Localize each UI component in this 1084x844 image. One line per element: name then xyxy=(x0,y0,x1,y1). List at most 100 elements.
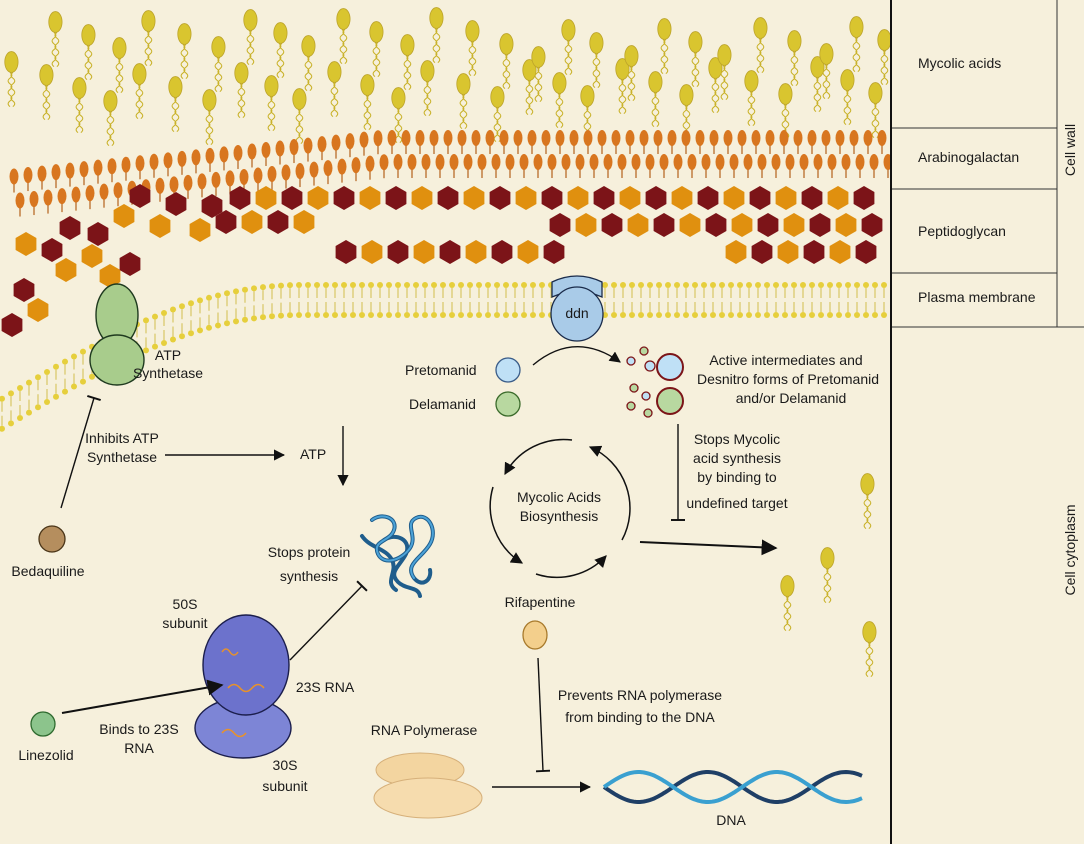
mycolic-acid xyxy=(624,45,639,102)
membrane-lipid-pair xyxy=(251,285,257,322)
peptidoglycan-unit xyxy=(853,186,875,210)
arabinogalactan-unit xyxy=(485,130,495,154)
peptidoglycan-unit xyxy=(267,210,289,234)
peptidoglycan-unit xyxy=(385,186,407,210)
arabinogalactan-unit xyxy=(813,154,823,178)
mycolic-acid xyxy=(112,37,127,94)
membrane-lipid-pair xyxy=(422,282,428,318)
arabinogalactan-unit xyxy=(659,154,669,178)
membrane-lipid-pair xyxy=(152,313,158,350)
mycolic-acid xyxy=(103,90,118,147)
prevents-rna-line-2: from binding to the DNA xyxy=(565,709,715,725)
arabinogalactan-unit xyxy=(107,158,117,183)
active-intermediates-cluster xyxy=(626,346,684,418)
arabinogalactan-unit xyxy=(323,160,333,185)
membrane-lipid-pair xyxy=(476,282,482,318)
arabinogalactan-unit xyxy=(575,154,585,178)
peptidoglycan-unit xyxy=(41,238,63,262)
arabinogalactan-unit xyxy=(645,154,655,178)
arabinogalactan-unit xyxy=(281,164,291,189)
ribosome-50s-line-1: 50S xyxy=(173,596,198,612)
pretomanid-molecule xyxy=(495,357,521,383)
arabinogalactan-unit xyxy=(401,130,411,154)
arabinogalactan-unit xyxy=(743,154,753,178)
arabinogalactan-unit xyxy=(247,143,257,168)
peptidoglycan-unit xyxy=(27,298,49,322)
active-intermediates-line-1: Active intermediates and xyxy=(709,352,862,368)
mycolic-acid xyxy=(465,20,480,77)
membrane-lipid-pair xyxy=(728,282,734,318)
rifapentine-label: Rifapentine xyxy=(505,594,576,610)
arabinogalactan-unit xyxy=(715,154,725,178)
binds-23s-line-1: Binds to 23S xyxy=(99,721,178,737)
stops-mycolic-line-1: Stops Mycolic xyxy=(694,431,780,447)
arabinogalactan-unit xyxy=(499,130,509,154)
membrane-lipid-pair xyxy=(80,348,86,385)
peptidoglycan-unit xyxy=(413,240,435,264)
arabinogalactan-unit xyxy=(827,154,837,178)
peptidoglycan-unit xyxy=(861,213,883,237)
peptidoglycan-unit xyxy=(757,213,779,237)
atp-synthetase-label-2: Synthetase xyxy=(133,365,203,381)
arabinogalactan-unit xyxy=(261,142,271,166)
arabinogalactan-unit xyxy=(653,130,663,154)
peptidoglycan-unit xyxy=(465,240,487,264)
mycolic-acid-layer xyxy=(4,7,892,147)
arabinogalactan-unit xyxy=(71,186,81,211)
mycolic-acid xyxy=(391,87,406,144)
membrane-lipid-pair xyxy=(179,303,185,340)
arabinogalactan-unit xyxy=(477,154,487,178)
peptidoglycan-unit xyxy=(835,213,857,237)
arabinogalactan-unit xyxy=(289,139,299,164)
membrane-lipid-pair xyxy=(503,282,509,318)
arabinogalactan-unit xyxy=(373,130,383,155)
stops-protein-line-1: Stops protein xyxy=(268,544,351,560)
membrane-lipid-pair xyxy=(161,309,167,346)
arabinogalactan-unit xyxy=(79,161,89,186)
membrane-lipid-pair xyxy=(242,286,248,323)
membrane-lipid-pair xyxy=(368,282,374,318)
mycolic-acid xyxy=(243,9,258,66)
peptidoglycan-unit xyxy=(783,213,805,237)
arabinogalactan-unit xyxy=(351,157,361,182)
membrane-lipid-pair xyxy=(854,282,860,318)
membrane-lipid-pair xyxy=(350,282,356,318)
arabinogalactan-unit xyxy=(197,173,207,198)
membrane-lipid-pair xyxy=(746,282,752,318)
peptidoglycan-unit xyxy=(387,240,409,264)
ribosome-30s-line-1: 30S xyxy=(273,757,298,773)
membrane-lipid-pair xyxy=(431,282,437,318)
arabinogalactan-unit xyxy=(309,161,319,186)
membrane-lipid-pair xyxy=(404,282,410,318)
mycolic-acid xyxy=(132,63,147,120)
arabinogalactan-unit xyxy=(681,130,691,154)
arabinogalactan-unit xyxy=(211,171,221,196)
rifapentine-inhibition-line xyxy=(535,657,551,773)
prevents-rna-line-1: Prevents RNA polymerase xyxy=(558,687,722,703)
mycolic-acid xyxy=(744,70,759,127)
mycolic-acid xyxy=(615,58,630,115)
ribosome-30s-line-2: subunit xyxy=(262,778,307,794)
mycolic-acid xyxy=(753,17,768,74)
peptidoglycan-unit xyxy=(463,186,485,210)
mycolic-acid xyxy=(849,16,864,73)
membrane-lipid-pair xyxy=(692,282,698,318)
free-mycolic-acid xyxy=(780,575,795,632)
membrane-lipid-pair xyxy=(188,300,194,337)
mycolic-acid xyxy=(360,74,375,131)
arabinogalactan-unit xyxy=(491,154,501,178)
membrane-lipid-pair xyxy=(395,282,401,318)
mycolic-acid xyxy=(648,71,663,128)
membrane-lipid-pair xyxy=(296,282,302,319)
mycolic-acid xyxy=(787,30,802,87)
peptidoglycan-unit xyxy=(307,186,329,210)
mycolic-acid xyxy=(688,31,703,88)
mycolic-acid xyxy=(490,86,505,143)
atp-synthetase-label-1: ATP xyxy=(155,347,181,363)
membrane-lipid-pair xyxy=(836,282,842,318)
arabinogalactan-unit xyxy=(625,130,635,154)
arabinogalactan-unit xyxy=(205,147,215,172)
membrane-lipid-pair xyxy=(314,282,320,318)
membrane-lipid-pair xyxy=(197,297,203,334)
mycolic-acid xyxy=(48,11,63,68)
